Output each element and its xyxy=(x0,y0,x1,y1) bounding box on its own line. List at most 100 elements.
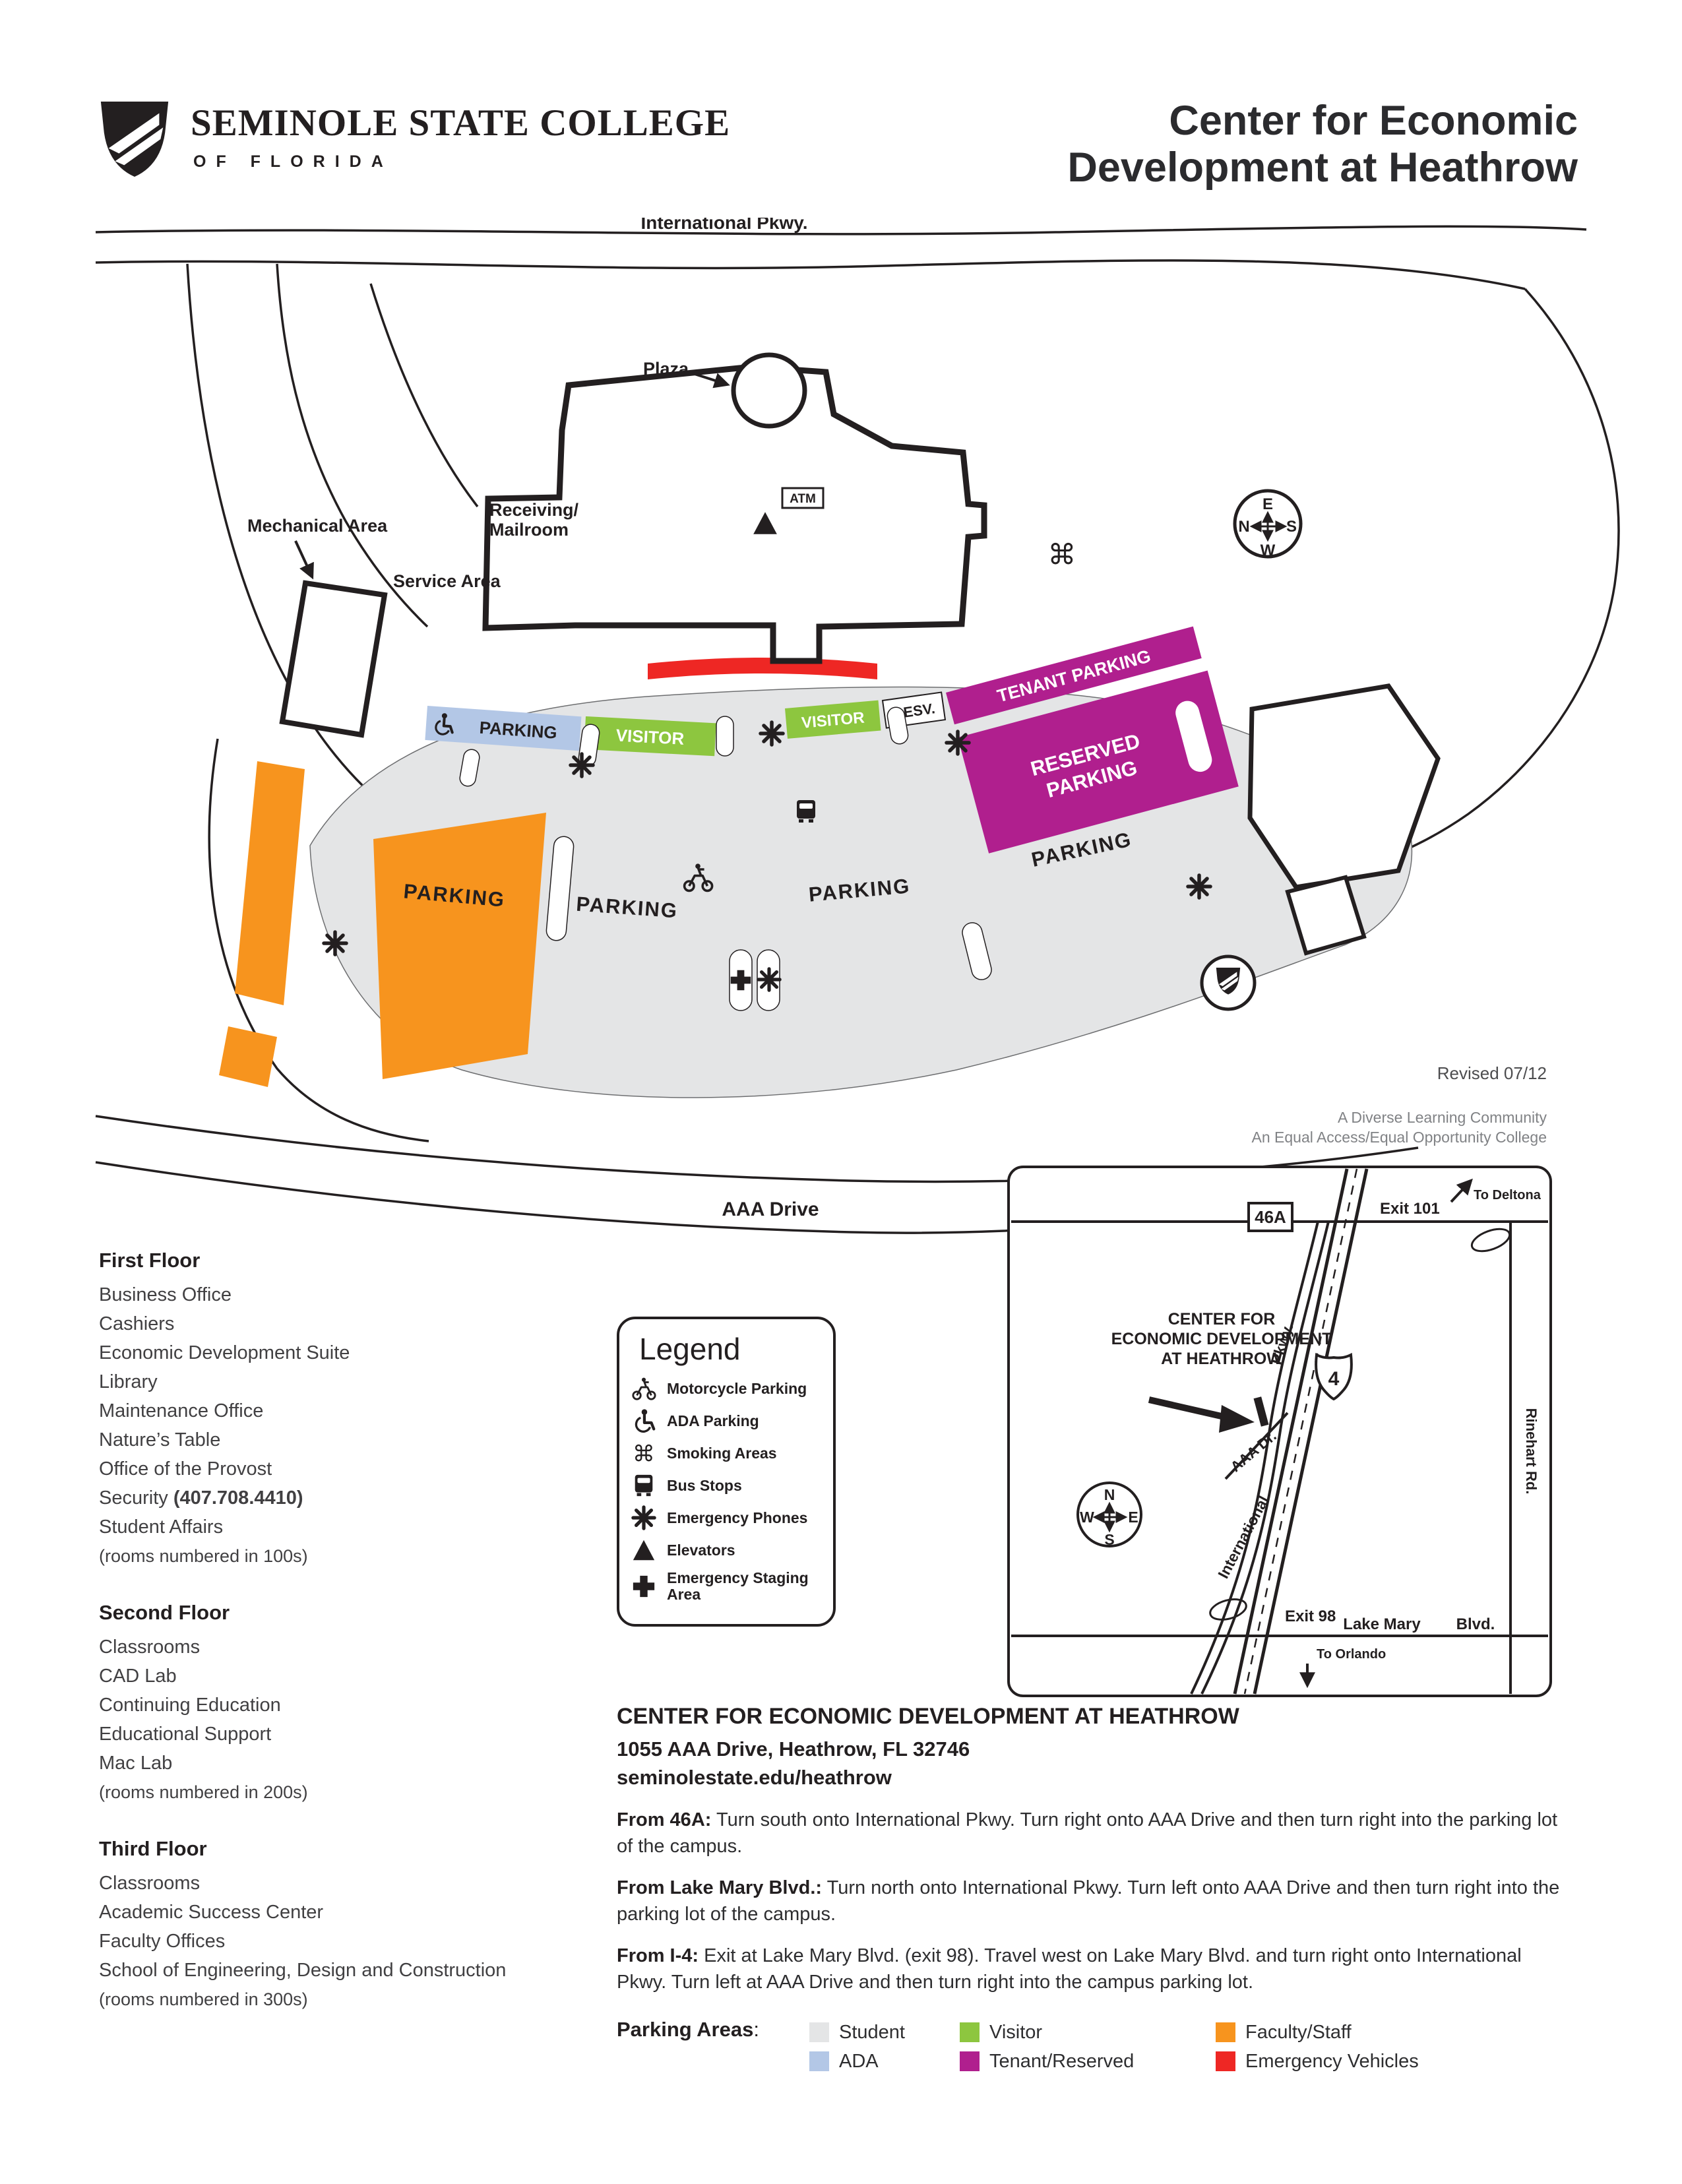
svg-text:VISITOR: VISITOR xyxy=(615,725,685,748)
floor-item: Maintenance Office xyxy=(99,1400,264,1421)
second-floor-note: (rooms numbered in 200s) xyxy=(99,1782,308,1802)
college-logo: SEMINOLE STATE COLLEGE OF FLORIDA xyxy=(96,96,730,181)
floor-item: Nature’s Table xyxy=(99,1429,221,1451)
second-floor-heading: Second Floor xyxy=(99,1601,230,1624)
international-pkwy-road-south-edge xyxy=(95,259,1526,290)
student-swatch xyxy=(809,2022,829,2042)
page-title-line2: Development at Heathrow xyxy=(1067,144,1578,191)
ada-parking-icon xyxy=(631,1408,656,1433)
lake-mary-label: Lake Mary xyxy=(1343,1615,1421,1633)
international-pkwy-label: International Pkwy. xyxy=(640,218,807,233)
campus-marker xyxy=(1253,1396,1269,1427)
inset-map: 46A Exit 101 To Deltona CENTER FOR ECONO… xyxy=(1007,1166,1552,1697)
emergency-vehicles-strip xyxy=(648,658,877,679)
floor-item: Classrooms xyxy=(99,1637,201,1658)
legend-item: Elevators xyxy=(631,1538,821,1563)
info-address: 1055 AAA Drive, Heathrow, FL 32746 xyxy=(617,1737,970,1761)
to-deltona-label: To Deltona xyxy=(1474,1188,1542,1202)
legend: Legend Motorcycle Parking ADA Parking Sm… xyxy=(617,1317,836,1627)
floor-directory: First Floor Business Office Cashiers Eco… xyxy=(99,1249,587,2044)
second-floor-section: Second Floor Classrooms CAD Lab Continui… xyxy=(99,1601,587,1807)
floor-item: Economic Development Suite xyxy=(99,1342,350,1363)
parking-areas-key: Parking Areas: Student Visitor Faculty/S… xyxy=(617,2018,1560,2076)
smoking-areas-icon xyxy=(631,1441,656,1466)
plaza-label: Plaza xyxy=(643,359,689,379)
faculty-staff-strip-lower xyxy=(219,1026,277,1087)
legend-item: Motorcycle Parking xyxy=(631,1376,821,1401)
mechanical-area-outline xyxy=(279,580,388,738)
elevators-icon xyxy=(631,1538,656,1563)
third-floor-note: (rooms numbered in 300s) xyxy=(99,1989,308,2009)
floor-item: Educational Support xyxy=(99,1724,272,1745)
directions-from-lake-mary: From Lake Mary Blvd.: Turn north onto In… xyxy=(617,1877,1560,1925)
key-faculty-staff: Faculty/Staff xyxy=(1216,2018,1493,2047)
faculty-staff-swatch xyxy=(1216,2022,1235,2042)
security-phone: (407.708.4410) xyxy=(173,1487,303,1509)
west-entrance-road-inner xyxy=(276,263,429,628)
compass-right: S xyxy=(1286,518,1297,536)
plaza-circle xyxy=(731,352,807,429)
college-name: SEMINOLE STATE COLLEGE xyxy=(191,102,731,144)
key-emergency-vehicles: Emergency Vehicles xyxy=(1216,2047,1493,2076)
college-seal xyxy=(1200,954,1257,1011)
key-tenant-reserved: Tenant/Reserved xyxy=(960,2047,1216,2076)
college-shield-icon xyxy=(100,101,169,177)
legend-item: Smoking Areas xyxy=(631,1441,821,1466)
tagline-line2: An Equal Access/Equal Opportunity Colleg… xyxy=(1252,1129,1547,1146)
floor-item: Cashiers xyxy=(99,1313,175,1334)
mechanical-area-arrow xyxy=(294,540,314,580)
building-outline xyxy=(482,363,987,664)
svg-text:46A: 46A xyxy=(1255,1207,1286,1227)
third-floor-section: Third Floor Classrooms Academic Success … xyxy=(99,1837,587,2014)
legend-item: Bus Stops xyxy=(631,1473,821,1498)
mechanical-area-label: Mechanical Area xyxy=(247,516,388,536)
inset-compass-bottom: S xyxy=(1104,1531,1114,1548)
compass-left: N xyxy=(1238,518,1249,536)
college-tagline: OF FLORIDA xyxy=(193,152,393,171)
campus-pointer-arrowhead xyxy=(1219,1405,1255,1433)
service-area-label: Service Area xyxy=(393,571,501,591)
tenant-reserved-swatch xyxy=(960,2051,980,2071)
atm-sign: ATM xyxy=(781,487,825,509)
compass-top: E xyxy=(1262,495,1273,513)
ada-parking-strip: PARKING xyxy=(425,706,582,751)
interstate-4-shield: 4 xyxy=(1315,1352,1353,1401)
exit-98-label: Exit 98 xyxy=(1285,1607,1336,1625)
parking-islands xyxy=(459,706,992,1011)
inset-compass-left: W xyxy=(1080,1509,1094,1526)
to-orlando-label: To Orlando xyxy=(1317,1647,1386,1662)
reserved-parking-lot: RESERVED PARKING xyxy=(958,670,1239,854)
first-floor-section: First Floor Business Office Cashiers Eco… xyxy=(99,1249,587,1571)
inset-compass-right: E xyxy=(1128,1509,1138,1526)
legend-item: Emergency Phones xyxy=(631,1505,821,1530)
parking-areas-label: Parking Areas: xyxy=(617,2018,759,2041)
floor-item: Continuing Education xyxy=(99,1695,281,1716)
info-website: seminolestate.edu/heathrow xyxy=(617,1766,892,1789)
floor-item: Classrooms xyxy=(99,1873,201,1894)
legend-title: Legend xyxy=(639,1332,741,1366)
compass-rose: E N S W xyxy=(1233,489,1303,559)
service-drive xyxy=(369,283,479,508)
inset-campus-line1: CENTER FOR xyxy=(1168,1310,1276,1328)
emergency-vehicles-swatch xyxy=(1216,2051,1235,2071)
motorcycle-parking-icon xyxy=(631,1376,656,1401)
compass-bottom: W xyxy=(1261,542,1276,559)
floor-item: Office of the Provost xyxy=(99,1458,272,1480)
emergency-phones-icon xyxy=(631,1505,656,1530)
aaa-dr-road xyxy=(1224,1412,1289,1480)
key-ada: ADA xyxy=(809,2047,960,2076)
info-block: CENTER FOR ECONOMIC DEVELOPMENT AT HEATH… xyxy=(617,1704,1560,2076)
faculty-staff-lot xyxy=(373,813,546,1079)
floor-item: School of Engineering, Design and Constr… xyxy=(99,1960,507,1981)
inset-campus-line2: ECONOMIC DEVELOPMENT xyxy=(1111,1330,1332,1348)
emergency-staging-icon xyxy=(631,1574,656,1599)
emergency-phone-icon xyxy=(571,754,593,776)
visitor-swatch xyxy=(960,2022,980,2042)
atm-label: ATM xyxy=(790,492,816,506)
first-floor-note: (rooms numbered in 100s) xyxy=(99,1546,308,1566)
directions-from-46a: From 46A: Turn south onto International … xyxy=(617,1809,1558,1857)
key-student: Student xyxy=(809,2018,960,2047)
i4-highway xyxy=(1233,1168,1369,1695)
revised-date: Revised 07/12 xyxy=(1437,1063,1547,1083)
first-floor-heading: First Floor xyxy=(99,1249,201,1272)
